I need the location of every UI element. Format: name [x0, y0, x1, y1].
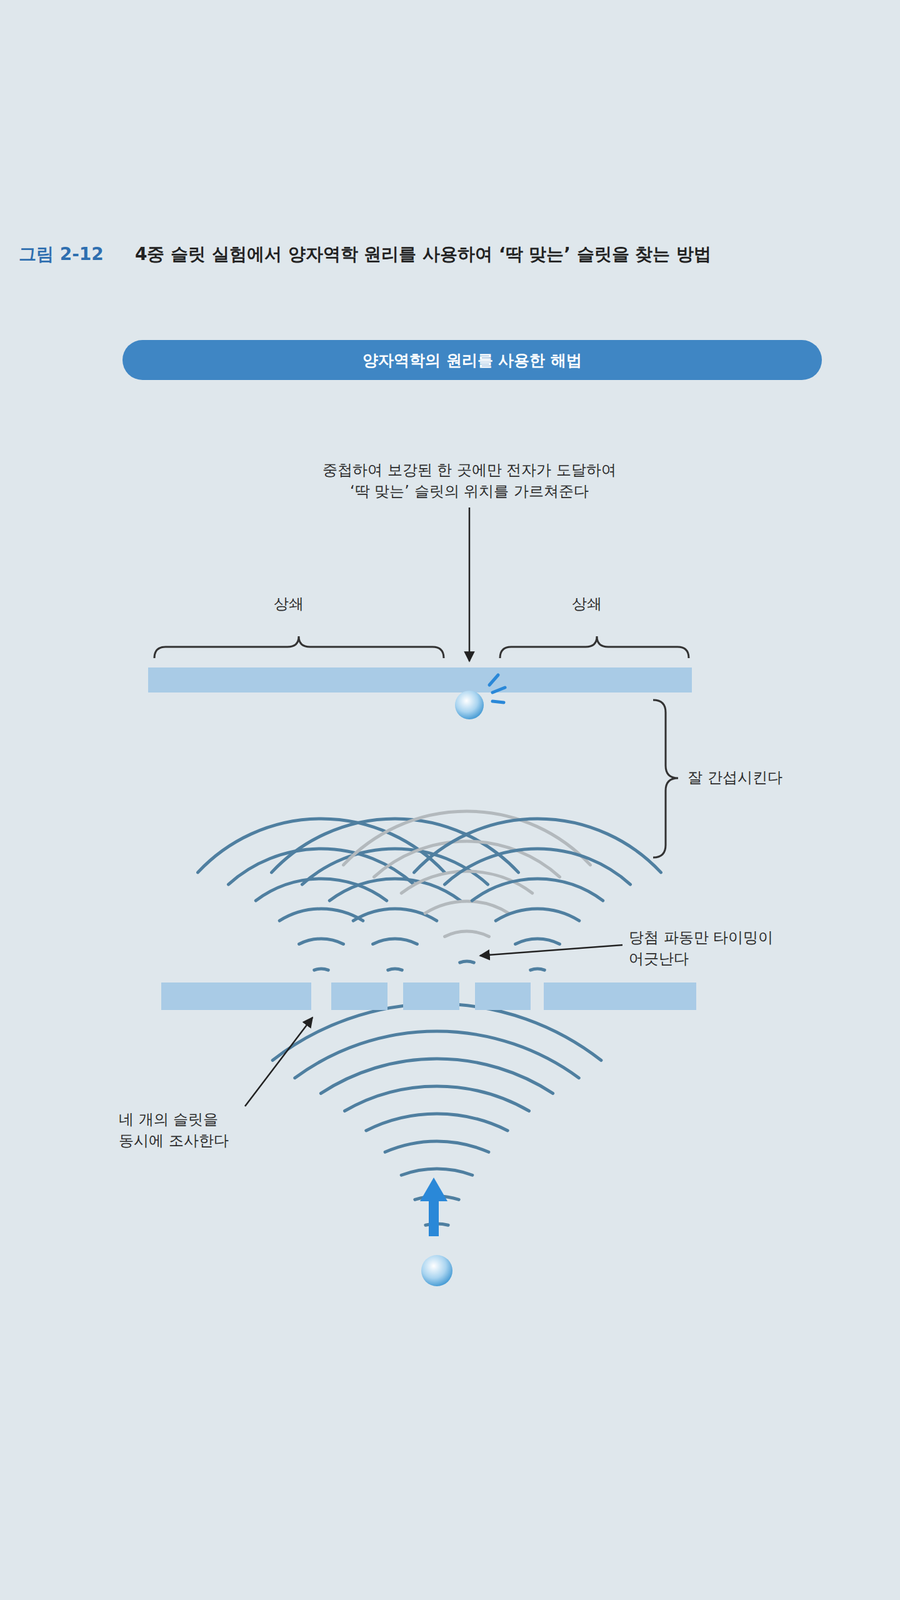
wave-arc	[530, 968, 545, 970]
wave-arc	[345, 1086, 530, 1112]
wave-arc	[445, 931, 490, 937]
wave-arc	[314, 968, 329, 970]
wave-arc	[295, 1031, 580, 1079]
callout-text: 당첨 파동만 타이밍이 어긋난다	[628, 927, 787, 970]
wave-arc	[401, 1168, 473, 1175]
heading-band: 양자역학의 원리를 사용한 해법	[122, 340, 822, 380]
wave-arc	[471, 878, 603, 901]
detector-screen	[148, 667, 692, 693]
wave-arcs	[198, 811, 662, 1225]
source-arrow	[428, 1198, 439, 1237]
callout-text: 중첩하여 보강된 한 곳에만 전자가 도달하여 ‘딱 맞는’ 슬릿의 위치를 가…	[316, 460, 623, 502]
wave-arc	[495, 908, 580, 921]
electron-source	[421, 1255, 453, 1287]
figure-number: 그림 2-12	[18, 242, 104, 267]
wave-arc	[460, 961, 474, 963]
wave-arc	[301, 848, 488, 885]
wave-arc	[444, 848, 630, 885]
region-label: 상쇄	[273, 593, 304, 614]
leader-line	[468, 507, 471, 662]
wave-arc	[299, 938, 344, 945]
brace-label: 잘 간섭시킨다	[687, 767, 783, 788]
wave-arc	[373, 841, 560, 877]
brace	[653, 700, 679, 858]
brace	[500, 636, 689, 659]
leader-line	[245, 1017, 313, 1107]
wave-arc	[198, 818, 445, 873]
wave-arc	[272, 1003, 602, 1061]
region-label: 상쇄	[571, 593, 602, 614]
leader-line	[480, 945, 623, 956]
wave-arc	[515, 938, 560, 945]
electron	[455, 690, 484, 720]
wave-arc	[425, 901, 509, 914]
wave-arc	[373, 938, 418, 945]
wave-arc	[414, 818, 662, 873]
brace	[154, 636, 444, 659]
band-text: 양자역학의 원리를 사용한 해법	[362, 350, 582, 371]
figure-title: 4중 슬릿 실험에서 양자역학 원리를 사용하여 ‘딱 맞는’ 슬릿을 찾는 방…	[135, 242, 712, 267]
wave-arc	[279, 908, 364, 921]
wave-arc	[353, 908, 437, 921]
source-arrow-head	[420, 1177, 448, 1202]
wave-arc	[385, 1141, 489, 1152]
wave-arc	[329, 878, 460, 901]
wave-arc	[388, 968, 402, 970]
callout-text: 네 개의 슬릿을 동시에 조사한다	[118, 1109, 238, 1152]
wave-arc	[320, 1058, 553, 1094]
slit-barrier	[161, 982, 697, 1010]
impact-spark	[489, 675, 505, 703]
wave-arc	[366, 1113, 508, 1131]
